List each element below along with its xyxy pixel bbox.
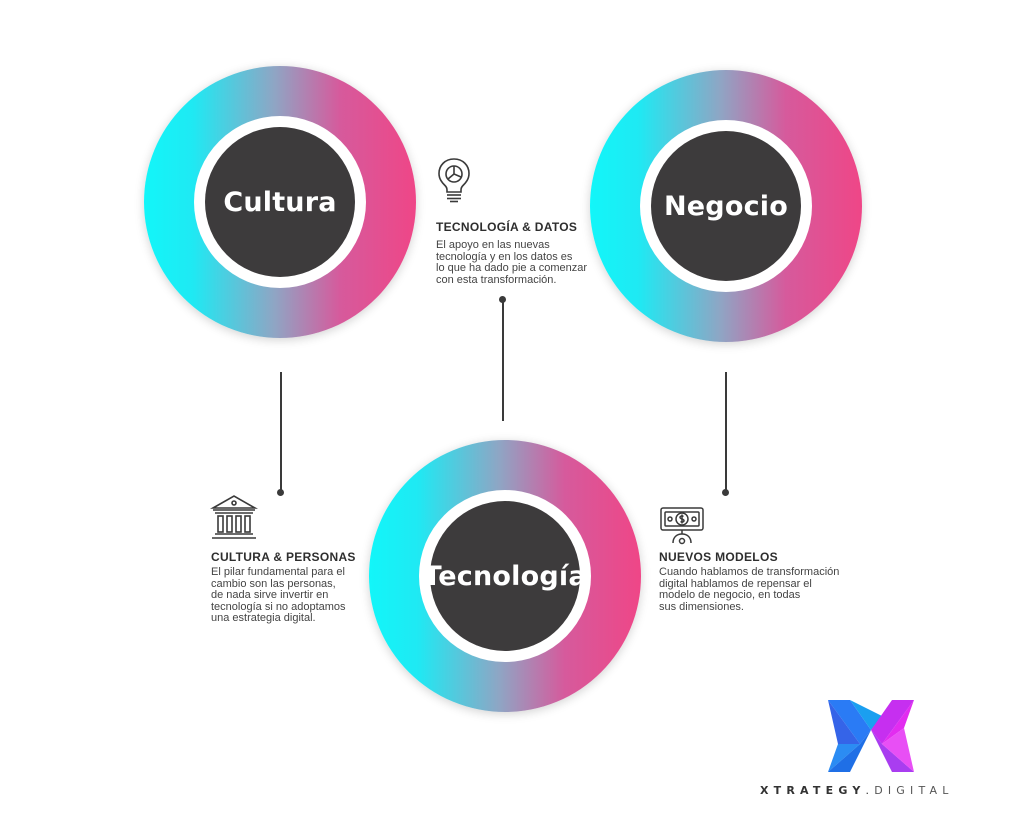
cultura-core: Cultura [205, 127, 355, 277]
brand-separator: . [865, 784, 875, 797]
nuevos-modelos-title: NUEVOS MODELOS [659, 550, 778, 564]
cultura-personas-title: CULTURA & PERSONAS [211, 550, 356, 564]
tecnologia-ring: Tecnología [369, 440, 641, 712]
negocio-core: Negocio [651, 131, 801, 281]
lightbulb-chart-icon [438, 158, 470, 203]
tecnologia-core: Tecnología [423, 501, 587, 651]
connector-dot-negocio [722, 489, 729, 496]
cultura-personas-text: El pilar fundamental para el cambio son … [211, 566, 346, 624]
money-gear-icon [660, 507, 704, 545]
connector-line-tecnologia [502, 300, 504, 421]
cultura-personas-block: CULTURA & PERSONAS El pilar fundamental … [211, 550, 376, 625]
tecnologia-datos-title: TECNOLOGÍA & DATOS [436, 220, 578, 234]
cultura-label: Cultura [223, 186, 337, 218]
nuevos-modelos-text: Cuando hablamos de transformación digita… [659, 566, 840, 613]
brand-name-bold: XTRATEGY [760, 784, 866, 797]
connector-line-negocio [725, 372, 727, 493]
xtrategy-x-logo [828, 700, 914, 772]
brand-name-thin: DIGITAL [874, 784, 954, 797]
negocio-ring: Negocio [590, 70, 862, 342]
connector-line-cultura [280, 372, 282, 493]
connector-dot-tecnologia [499, 296, 506, 303]
connector-dot-cultura [277, 489, 284, 496]
tecnologia-label: Tecnología [423, 560, 587, 592]
negocio-label: Negocio [664, 190, 788, 222]
brand-wordmark: XTRATEGY.DIGITAL [760, 784, 954, 797]
tecnologia-datos-text: El apoyo en las nuevas tecnología y en l… [436, 239, 588, 286]
cultura-ring: Cultura [144, 66, 416, 338]
bank-building-icon [210, 495, 258, 539]
tecnologia-datos-block: TECNOLOGÍA & DATOS El apoyo en las nueva… [436, 220, 606, 286]
nuevos-modelos-block: NUEVOS MODELOS Cuando hablamos de transf… [659, 550, 879, 613]
